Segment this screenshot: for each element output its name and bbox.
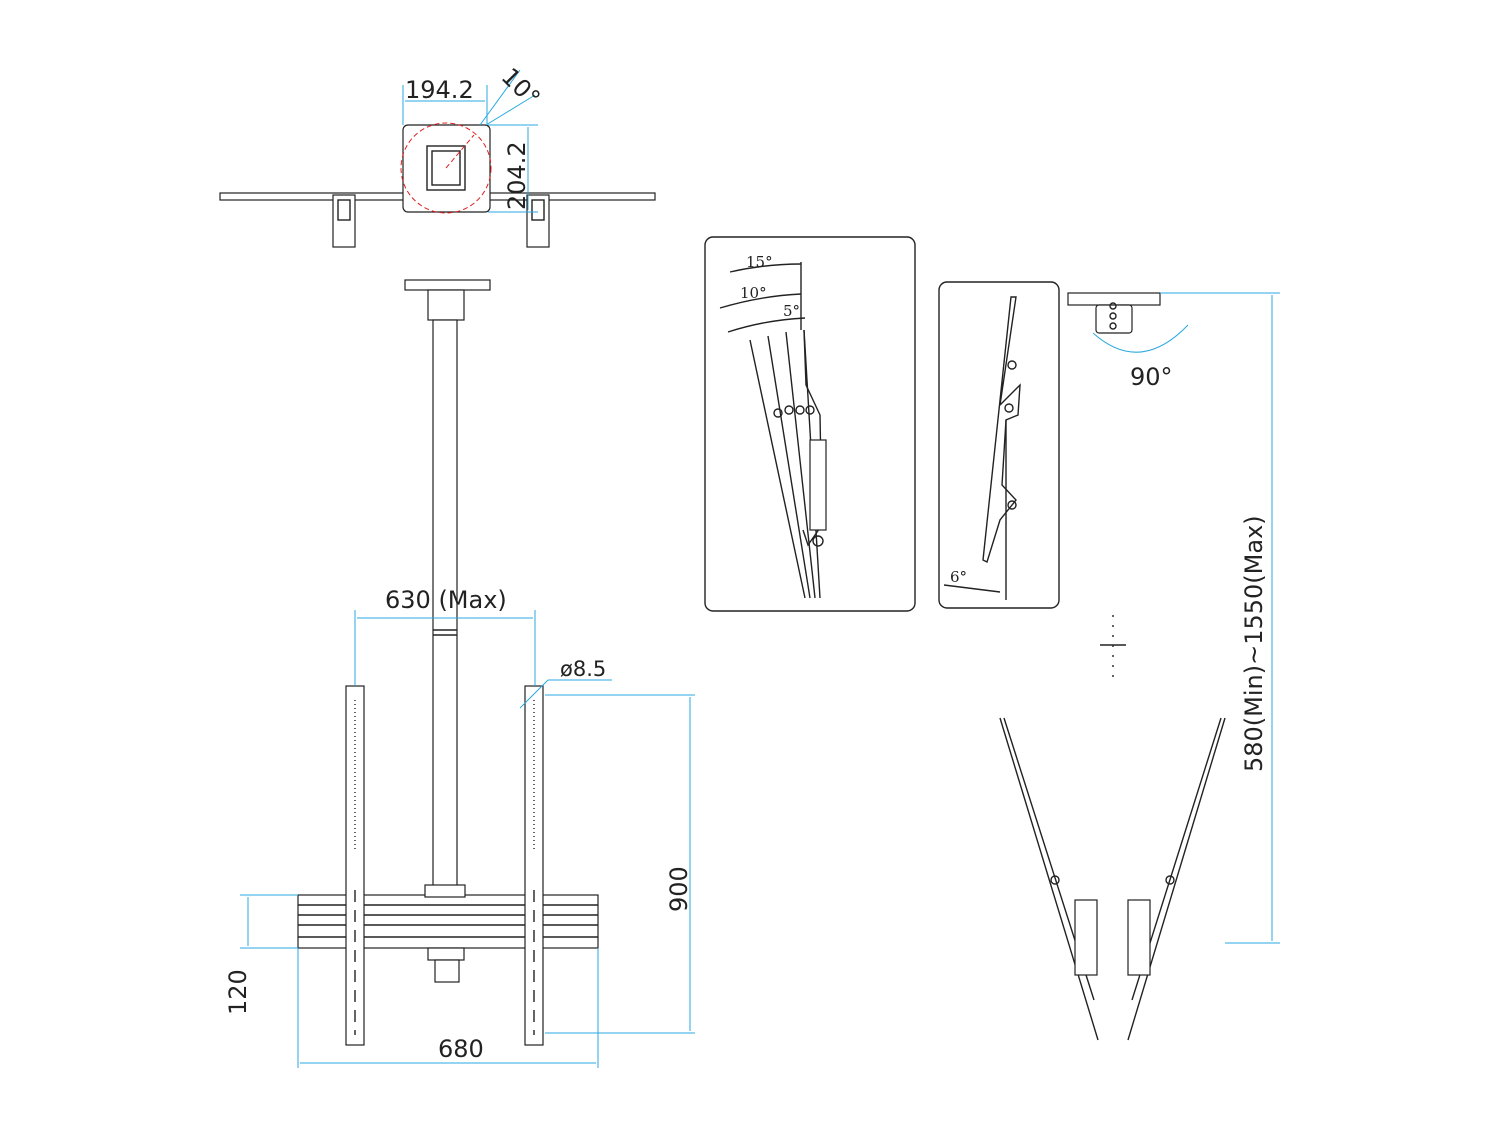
- lower-box: [434, 959, 460, 983]
- pole-section-icon: [1100, 615, 1126, 678]
- horizontal-rail: [297, 894, 599, 949]
- clamp-right: [526, 194, 550, 248]
- clamp-left: [332, 194, 356, 248]
- angle-10: 10°: [740, 284, 767, 302]
- swivel-angle-90: 90°: [1130, 363, 1173, 391]
- dim-630-max: 630 (Max): [385, 586, 507, 614]
- dim-height-range: 580(Min)~1550(Max): [1240, 515, 1268, 772]
- bracket-left-side: [1074, 899, 1098, 976]
- dim-hole-diameter: ø8.5: [560, 657, 606, 681]
- angle-6: 6°: [950, 568, 967, 586]
- dim-680: 680: [438, 1035, 484, 1063]
- tilt-range-panel: 15° 10° 5°: [704, 236, 916, 612]
- ceiling-plate-top: [402, 124, 491, 213]
- dim-10-deg: 10°: [496, 62, 546, 112]
- ceiling-plate: [404, 279, 491, 291]
- angle-15: 15°: [746, 253, 773, 271]
- angle-5: 5°: [783, 302, 800, 320]
- tilt-min-panel: 6°: [938, 281, 1060, 609]
- dim-900: 900: [665, 866, 693, 912]
- swivel-view: 90° 580(Min)~1550(Max): [999, 292, 1280, 1041]
- plate-center: [426, 145, 466, 191]
- top-view: 194.2 204.2 10°: [219, 62, 656, 248]
- front-view: 630 (Max) ø8.5 900 120 680: [224, 279, 695, 1068]
- vertical-bracket-right: [524, 685, 544, 1046]
- dim-204-2: 204.2: [503, 141, 531, 210]
- bracket-right-side: [1127, 899, 1151, 976]
- dim-120: 120: [224, 969, 252, 1015]
- bolt-circle: [400, 122, 492, 214]
- dim-194-2: 194.2: [405, 76, 474, 104]
